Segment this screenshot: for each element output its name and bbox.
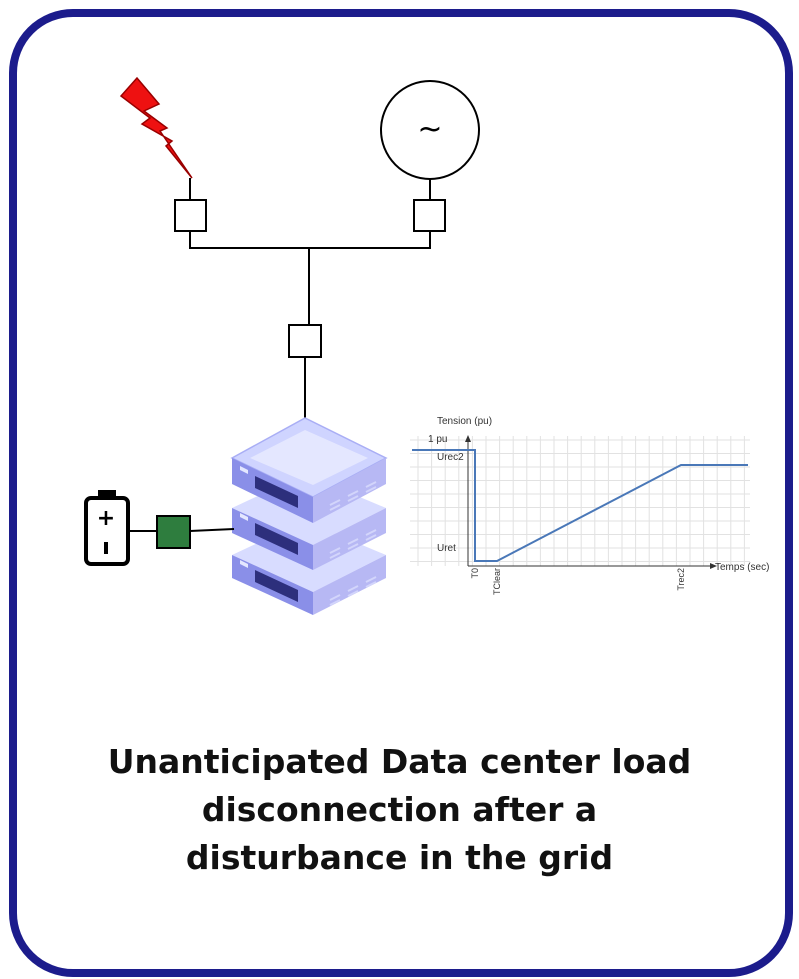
- chart-y-tick-label: Uret: [437, 543, 456, 554]
- caption-line-3: disturbance in the grid: [185, 838, 614, 877]
- voltage-chart: Tension (pu) Temps (sec) 1 pu Urec2UretT0…: [410, 416, 769, 595]
- chart-y-axis-arrow: [465, 435, 471, 442]
- breaker-icon: [288, 324, 322, 358]
- caption: Unanticipated Data center load disconnec…: [30, 738, 769, 882]
- chart-y-tick-label: 1 pu: [428, 434, 447, 445]
- chart-x-tick-label: TClear: [492, 568, 502, 595]
- chart-x-axis-arrow: [710, 563, 717, 569]
- generator-symbol: ~: [417, 112, 442, 147]
- server-rack-icon: [230, 417, 388, 615]
- chart-series-line: [412, 449, 748, 562]
- battery-plus-label: +: [97, 506, 115, 531]
- caption-line-1: Unanticipated Data center load: [107, 742, 692, 781]
- converter-line: [189, 528, 235, 532]
- chart-x-axis-label: Temps (sec): [715, 562, 769, 573]
- lightning-bolt-icon: [119, 76, 193, 179]
- chart-grid: [410, 436, 750, 566]
- chart-x-tick-label: T0: [470, 568, 480, 579]
- caption-line-2: disconnection after a: [201, 790, 598, 829]
- battery-icon: +: [84, 490, 130, 566]
- chart-y-tick-label: Urec2: [437, 452, 464, 463]
- converter-icon: [156, 515, 191, 549]
- chart-y-axis-label: Tension (pu): [437, 416, 492, 427]
- chart-x-tick-label: Trec2: [676, 568, 686, 591]
- breaker-icon: [174, 199, 207, 232]
- breaker-icon: [413, 199, 446, 232]
- bus-line: [189, 231, 431, 249]
